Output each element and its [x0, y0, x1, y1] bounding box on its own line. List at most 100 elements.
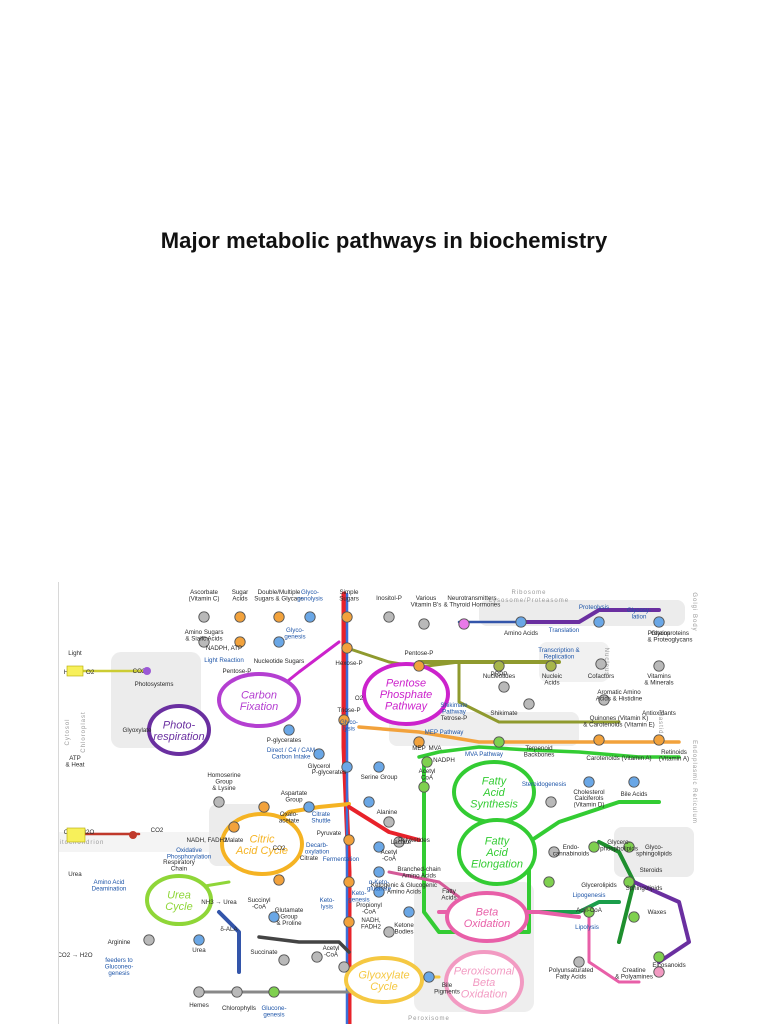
metabolite-node	[338, 961, 350, 973]
metabolite-node	[593, 616, 605, 628]
metabolite-node	[593, 734, 605, 746]
metabolite-label-45: Carotenoids (Vitamin A)	[586, 755, 651, 762]
metabolite-node	[373, 761, 385, 773]
metabolite-node	[234, 611, 246, 623]
respiratory-chain-icon	[129, 831, 137, 839]
metabolite-label-62: Malate	[225, 837, 244, 844]
metabolite-label-102: Acetyl-CoA	[323, 945, 340, 959]
metabolite-label-7: Neurotransmitters& Thyroid Hormones	[444, 595, 501, 609]
beta-oxidation-cycle	[445, 891, 529, 943]
metabolite-label-91: Propionyl-CoA	[356, 902, 382, 916]
metabolite-label-84: Eicosanoids	[652, 962, 685, 969]
shikimate-line	[457, 660, 621, 724]
metabolite-node	[213, 796, 225, 808]
metabolite-node	[623, 876, 635, 888]
metabolite-node	[338, 714, 350, 726]
photorespiration-cycle	[147, 704, 211, 756]
metabolite-node	[515, 616, 527, 628]
metabolite-label-39: MEP Pathway	[425, 729, 465, 736]
metabolite-label-41: MVA	[429, 745, 443, 752]
compartment-label: Cytosol	[65, 718, 71, 745]
metabolite-node	[413, 736, 425, 748]
metabolite-node	[653, 966, 665, 978]
metabolite-node	[493, 736, 505, 748]
metabolite-node	[383, 611, 395, 623]
urea-cycle	[145, 874, 213, 926]
metabolite-label-80: Lipogenesis	[572, 892, 605, 899]
metabolite-node	[258, 801, 270, 813]
metabolite-node	[588, 841, 600, 853]
metabolic-pathways-diagram: Cytosol ChloroplastMitochondrionPeroxisom…	[58, 582, 707, 1024]
atp-heat-box	[66, 827, 86, 843]
lipid-line	[527, 800, 661, 844]
metabolite-node	[628, 911, 640, 923]
compartment-label: Plastid	[657, 709, 663, 734]
metabolite-node	[193, 934, 205, 946]
metabolite-label-0: Ascorbate(Vitamin C)	[189, 589, 220, 603]
metabolite-label-10: Nucleotide Sugars	[254, 658, 305, 665]
metabolite-node	[341, 611, 353, 623]
metabolite-label-53: Bile Acids	[621, 791, 648, 798]
metabolite-node	[273, 611, 285, 623]
metabolite-label-36: P-glycerates	[267, 737, 301, 744]
metabolite-label-34: Photosystems	[135, 681, 174, 688]
metabolite-label-51: Steroidogenesis	[522, 781, 566, 788]
compartment-label: Chloroplast	[81, 711, 87, 752]
metabolite-label-113: ATP& Heat	[66, 755, 85, 769]
metabolite-label-105: Chlorophylls	[222, 1005, 256, 1012]
peroxisomal-beta-oxidation-cycle	[444, 950, 524, 1014]
metabolite-node	[373, 841, 385, 853]
fatty-acid-elongation-cycle	[457, 818, 537, 886]
metabolite-label-23: Cofactors	[588, 673, 614, 680]
metabolite-label-33: Pentose-P	[223, 668, 252, 675]
metabolite-node	[304, 611, 316, 623]
propionyl-line	[387, 870, 461, 899]
pentose-phosphate-cycle	[362, 662, 450, 726]
metabolite-node	[543, 876, 555, 888]
glycerolipid-line	[597, 840, 636, 944]
metabolite-label-64: Fermentation	[323, 856, 360, 863]
metabolite-node	[268, 911, 280, 923]
metabolite-node	[373, 886, 385, 898]
metabolite-label-8: Amino Sugars& Sialic Acids	[185, 629, 224, 643]
slide-title: Major metabolic pathways in biochemistry	[160, 228, 608, 253]
metabolite-node	[311, 951, 323, 963]
metabolite-node	[628, 776, 640, 788]
metabolite-label-79: Glycerolipids	[581, 882, 616, 889]
metabolite-node	[193, 986, 205, 998]
metabolite-node	[383, 816, 395, 828]
compartment-label: Mitochondrion	[59, 840, 104, 846]
metabolite-node	[343, 834, 355, 846]
metabolite-node	[595, 658, 607, 670]
metabolite-label-43: NADPH	[433, 757, 455, 764]
metabolite-label-87: Succinyl-CoA	[247, 897, 270, 911]
light-box	[66, 665, 84, 677]
metabolite-label-38: Glycerol	[308, 763, 331, 770]
fatty-acid-line	[417, 745, 681, 759]
metabolite-label-17: Proteolysis	[579, 604, 609, 611]
metabolite-label-81: Acyl-CoA	[576, 907, 603, 914]
metabolite-label-11: Hexose-P	[335, 660, 362, 667]
metabolite-label-98: Urea	[192, 947, 206, 954]
metabolite-label-77: α-Keto-glutarate	[367, 879, 392, 893]
metabolite-label-46: Retinoids(Vitamin A)	[659, 749, 689, 763]
compartment-label: Peroxisome	[408, 1016, 450, 1022]
compartment-label: Ribosome	[511, 590, 546, 596]
metabolite-label-108: Glyco-lysis	[340, 719, 358, 733]
metabolite-label-3: Glyco-genolysis	[297, 589, 323, 603]
